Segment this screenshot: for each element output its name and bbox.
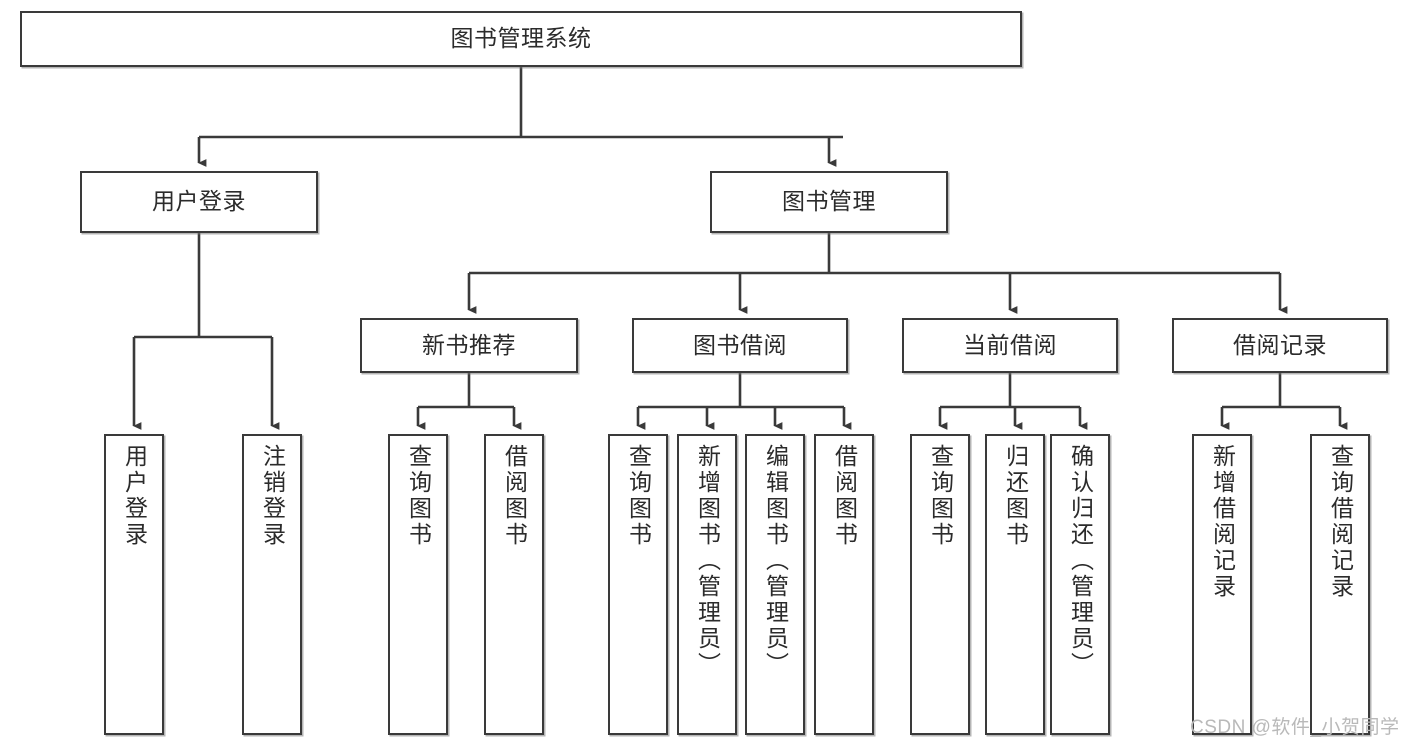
leaf-borrow-book-recommend[interactable]: 借阅图书 bbox=[484, 434, 544, 735]
leaf-borrow-book[interactable]: 借阅图书 bbox=[814, 434, 874, 735]
leaf-query-borrow-record[interactable]: 查询借阅记录 bbox=[1310, 434, 1370, 735]
node-user-login[interactable]: 用户登录 bbox=[80, 171, 318, 233]
node-book-borrow[interactable]: 图书借阅 bbox=[632, 318, 848, 373]
leaf-user-login[interactable]: 用户登录 bbox=[104, 434, 164, 735]
leaf-label: 注销登录 bbox=[259, 444, 286, 548]
leaf-edit-book-admin[interactable]: 编辑图书（管理员） bbox=[745, 434, 805, 735]
leaf-label: 借阅图书 bbox=[501, 444, 528, 548]
leaf-query-book-recommend[interactable]: 查询图书 bbox=[388, 434, 448, 735]
node-current-borrow-label: 当前借阅 bbox=[963, 331, 1057, 358]
node-current-borrow[interactable]: 当前借阅 bbox=[902, 318, 1118, 373]
leaf-label: 编辑图书（管理员） bbox=[762, 444, 789, 678]
node-book-borrow-label: 图书借阅 bbox=[693, 331, 787, 358]
node-new-book-recommend[interactable]: 新书推荐 bbox=[360, 318, 578, 373]
leaf-label: 查询借阅记录 bbox=[1327, 444, 1354, 600]
node-new-book-recommend-label: 新书推荐 bbox=[422, 331, 516, 358]
leaf-label: 确认归还（管理员） bbox=[1067, 444, 1094, 678]
node-borrow-record[interactable]: 借阅记录 bbox=[1172, 318, 1388, 373]
node-book-management[interactable]: 图书管理 bbox=[710, 171, 948, 233]
node-borrow-record-label: 借阅记录 bbox=[1233, 331, 1327, 358]
watermark: CSDN @软件_小贺同学 bbox=[1190, 717, 1400, 738]
node-root[interactable]: 图书管理系统 bbox=[20, 11, 1022, 67]
leaf-label: 查询图书 bbox=[405, 444, 432, 548]
node-book-management-label: 图书管理 bbox=[782, 188, 876, 215]
leaf-label: 查询图书 bbox=[625, 444, 652, 548]
leaf-return-book[interactable]: 归还图书 bbox=[985, 434, 1045, 735]
leaf-confirm-return-admin[interactable]: 确认归还（管理员） bbox=[1050, 434, 1110, 735]
node-root-label: 图书管理系统 bbox=[450, 25, 592, 52]
leaf-add-borrow-record[interactable]: 新增借阅记录 bbox=[1192, 434, 1252, 735]
leaf-query-book-borrow[interactable]: 查询图书 bbox=[608, 434, 668, 735]
leaf-logout[interactable]: 注销登录 bbox=[242, 434, 302, 735]
leaf-label: 新增图书（管理员） bbox=[694, 444, 721, 678]
leaf-add-book-admin[interactable]: 新增图书（管理员） bbox=[677, 434, 737, 735]
leaf-label: 新增借阅记录 bbox=[1209, 444, 1236, 600]
leaf-label: 查询图书 bbox=[927, 444, 954, 548]
leaf-label: 归还图书 bbox=[1002, 444, 1029, 548]
leaf-label: 用户登录 bbox=[121, 444, 148, 548]
node-user-login-label: 用户登录 bbox=[152, 188, 246, 215]
leaf-query-book-current[interactable]: 查询图书 bbox=[910, 434, 970, 735]
leaf-label: 借阅图书 bbox=[831, 444, 858, 548]
